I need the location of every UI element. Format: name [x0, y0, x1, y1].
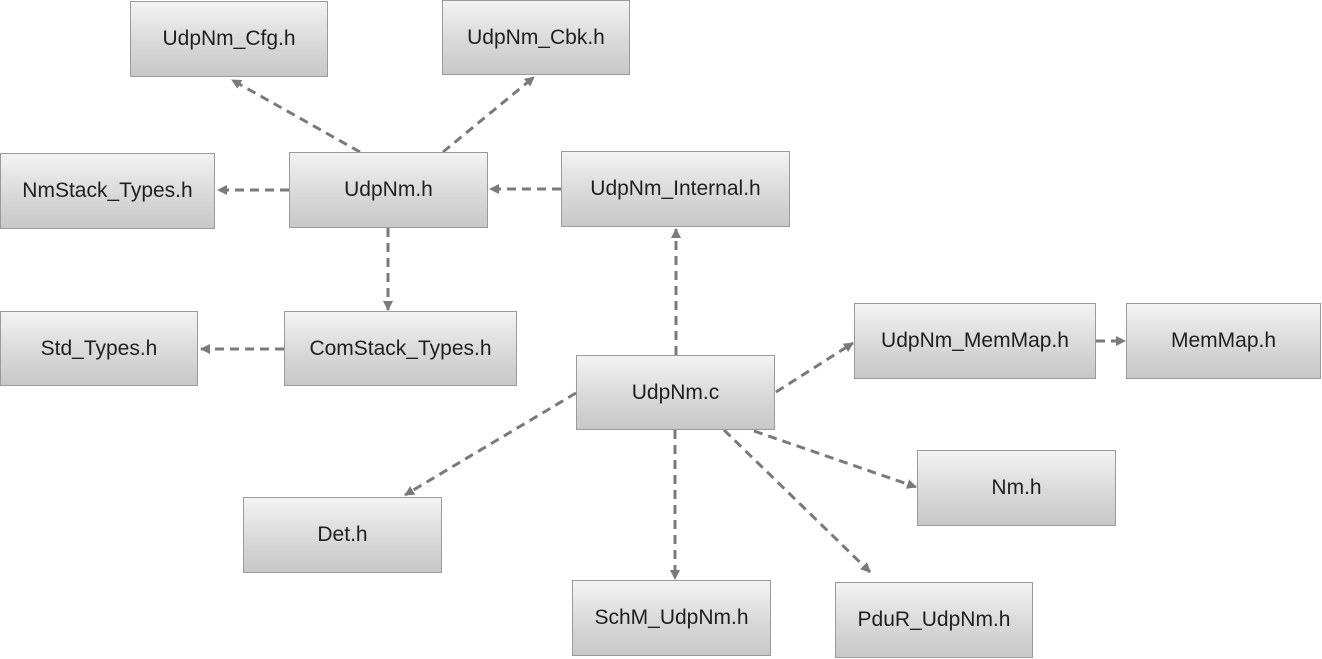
node-label: Det.h	[317, 523, 368, 546]
edge-udpnm-h-to-cbk	[442, 75, 535, 154]
node-udpnm-internal-h: UdpNm_Internal.h	[561, 151, 790, 227]
node-label: NmStack_Types.h	[22, 179, 193, 202]
node-pdur-udpnm-h: PduR_UdpNm.h	[835, 582, 1033, 658]
node-schm-udpnm-h: SchM_UdpNm.h	[572, 580, 771, 656]
node-nmstack-types-h: NmStack_Types.h	[0, 153, 215, 229]
node-label: UdpNm_Internal.h	[590, 177, 761, 200]
node-std-types-h: Std_Types.h	[0, 311, 198, 386]
node-label: MemMap.h	[1170, 329, 1277, 352]
edge-udpnm-c-to-pdur	[722, 428, 872, 574]
node-label: PduR_UdpNm.h	[857, 608, 1011, 631]
node-udpnm-h: UdpNm.h	[289, 152, 488, 228]
node-udpnm-cbk-h: UdpNm_Cbk.h	[442, 0, 630, 75]
node-udpnm-memmap-h: UdpNm_MemMap.h	[854, 303, 1096, 379]
node-label: UdpNm_MemMap.h	[881, 329, 1069, 352]
node-udpnm-c: UdpNm.c	[576, 355, 775, 430]
edge-udpnm-c-to-nm-h	[753, 429, 917, 489]
node-udpnm-cfg-h: UdpNm_Cfg.h	[130, 1, 328, 77]
node-label: UdpNm.h	[344, 178, 433, 201]
edge-udpnm-h-to-cfg	[231, 78, 361, 154]
edge-udpnm-c-to-det-h	[404, 391, 577, 497]
node-label: ComStack_Types.h	[309, 336, 492, 360]
node-label: Nm.h	[991, 476, 1042, 499]
edge-udpnm-c-to-memmap-h	[775, 341, 854, 394]
node-det-h: Det.h	[243, 497, 442, 573]
node-label: UdpNm_Cbk.h	[467, 25, 605, 49]
node-comstack-types-h: ComStack_Types.h	[284, 311, 517, 386]
node-label: UdpNm_Cfg.h	[162, 27, 296, 50]
node-label: SchM_UdpNm.h	[594, 606, 749, 629]
node-nm-h: Nm.h	[917, 450, 1116, 526]
node-label: UdpNm.c	[631, 380, 720, 404]
node-memmap-h: MemMap.h	[1126, 303, 1321, 379]
node-label: Std_Types.h	[40, 336, 158, 360]
